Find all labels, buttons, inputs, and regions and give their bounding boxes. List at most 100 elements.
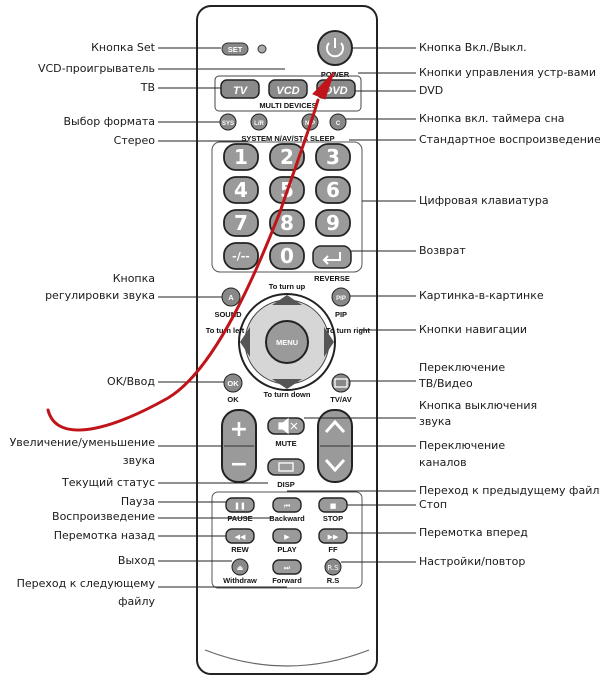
- label-rew: Перемотка назад: [54, 529, 156, 542]
- withdraw-label: Withdraw: [223, 576, 257, 585]
- transport-frame: [211, 491, 363, 589]
- digit-key-label: 2: [280, 145, 294, 169]
- menu-button[interactable]: [265, 320, 309, 364]
- ok-button[interactable]: [223, 373, 243, 393]
- disp-label: DISP: [277, 480, 295, 489]
- label-tvvideo: Переключение: [419, 361, 505, 374]
- digit-key-label: 9: [326, 211, 340, 235]
- label-sleep: Кнопка вкл. таймера сна: [419, 112, 565, 125]
- label-tvvideo: ТВ/Видео: [418, 377, 473, 390]
- digit-key-label: 0: [280, 244, 294, 268]
- digit-key-label: -/--: [232, 250, 250, 263]
- digit-key[interactable]: [315, 176, 351, 204]
- reverse-button[interactable]: [312, 245, 352, 269]
- row2-key[interactable]: [329, 113, 347, 131]
- digit-key-label: 3: [326, 145, 340, 169]
- label-devices: Кнопки управления устр-вами: [419, 66, 596, 79]
- rs-label: R.S: [327, 576, 340, 585]
- label-power: Кнопка Вкл./Выкл.: [419, 41, 527, 54]
- device-key-tv[interactable]: [220, 79, 260, 99]
- row2-key[interactable]: [250, 113, 268, 131]
- label-standard: Стандартное воспроизведение: [419, 133, 600, 146]
- digit-key[interactable]: [223, 209, 259, 237]
- device-key-label: TV: [233, 85, 249, 97]
- label-set: Кнопка Set: [91, 41, 156, 54]
- device-group-frame: [214, 75, 362, 112]
- digit-key[interactable]: [315, 209, 351, 237]
- label-sound: регулировки звука: [45, 289, 155, 302]
- backward-button[interactable]: [272, 497, 302, 513]
- rew-icon: ◀◀: [235, 533, 246, 541]
- nav-left-button[interactable]: [240, 327, 250, 357]
- label-sound: Кнопка: [113, 272, 155, 285]
- volume-down-button[interactable]: −: [230, 452, 248, 477]
- play-label: PLAY: [277, 545, 296, 554]
- label-pip: Картинка-в-картинке: [419, 289, 544, 302]
- pip-button[interactable]: [331, 287, 351, 307]
- play-button[interactable]: [272, 528, 302, 544]
- nav-down-button[interactable]: [272, 379, 302, 389]
- stop-label: STOP: [323, 514, 343, 523]
- transport-keys: ❚❚PAUSE⏮Backward■STOP◀◀REW▶PLAY▶▶FF⏏With…: [223, 497, 348, 585]
- mute-label: MUTE: [275, 439, 296, 448]
- digit-key-label: 8: [280, 211, 294, 235]
- label-channels: каналов: [419, 456, 467, 469]
- nav-right-button[interactable]: [324, 327, 334, 357]
- digit-key[interactable]: [223, 176, 259, 204]
- withdraw-button[interactable]: [231, 558, 249, 576]
- label-keypad: Цифровая клавиатура: [419, 194, 549, 207]
- channel-up-button[interactable]: [324, 419, 346, 434]
- right-labels: Кнопка Вкл./Выкл. Кнопки управления устр-…: [418, 41, 600, 568]
- digit-key[interactable]: [269, 242, 305, 270]
- set-button[interactable]: [221, 42, 249, 56]
- pause-button[interactable]: [225, 497, 255, 513]
- pip-label: PIP: [335, 310, 347, 319]
- label-volume: Увеличение/уменьшение: [10, 436, 156, 449]
- mute-icon: [278, 417, 298, 435]
- label-status: Текущий статус: [61, 476, 155, 489]
- disp-icon: [278, 462, 294, 472]
- label-ffwd: Перемотка вперед: [419, 526, 528, 539]
- tvav-icon: [334, 378, 348, 388]
- disp-button[interactable]: [267, 458, 305, 476]
- label-mute: звука: [419, 415, 451, 428]
- ff-icon: ▶▶: [328, 533, 339, 541]
- sound-label: SOUND: [214, 310, 242, 319]
- row2-labels: SYSTEM N/AV/STA SLEEP: [241, 134, 334, 143]
- nav-down-label: To turn down: [264, 390, 311, 399]
- digit-key[interactable]: [223, 143, 259, 171]
- label-next: файлу: [118, 595, 155, 608]
- label-settings: Настройки/повтор: [419, 555, 525, 568]
- digit-key[interactable]: [223, 242, 259, 270]
- label-play: Воспроизведение: [52, 510, 155, 523]
- label-nav: Кнопки навигации: [419, 323, 527, 336]
- ff-button[interactable]: [318, 528, 348, 544]
- digit-key-label: 1: [234, 145, 248, 169]
- label-stop: Стоп: [419, 498, 447, 511]
- rs-button[interactable]: [324, 558, 342, 576]
- withdraw-icon: ⏏: [237, 564, 244, 572]
- sound-button-text: A: [228, 293, 234, 302]
- label-tv: ТВ: [140, 81, 155, 94]
- rs-icon: R.S: [327, 564, 339, 572]
- label-pause: Пауза: [121, 495, 155, 508]
- nav-up-button[interactable]: [272, 295, 302, 305]
- indicator-led: [257, 44, 267, 54]
- stop-icon: ■: [330, 502, 337, 510]
- label-dvd: DVD: [419, 84, 443, 97]
- volume-up-button[interactable]: +: [230, 417, 248, 442]
- menu-label: MENU: [276, 338, 298, 347]
- return-icon: [322, 252, 341, 265]
- digit-key[interactable]: [315, 143, 351, 171]
- multi-devices-label: MULTI DEVICES: [259, 101, 316, 110]
- device-key-vcd[interactable]: [268, 79, 308, 99]
- channel-down-button[interactable]: [324, 458, 346, 473]
- backward-icon: ⏮: [284, 502, 290, 510]
- remote-bottom-curve: [204, 649, 370, 667]
- backward-label: Backward: [269, 514, 305, 523]
- forward-button[interactable]: [272, 559, 302, 575]
- forward-label: Forward: [272, 576, 302, 585]
- row2-key-label: L/R: [254, 121, 264, 127]
- row2-key-label: SYS: [222, 121, 234, 127]
